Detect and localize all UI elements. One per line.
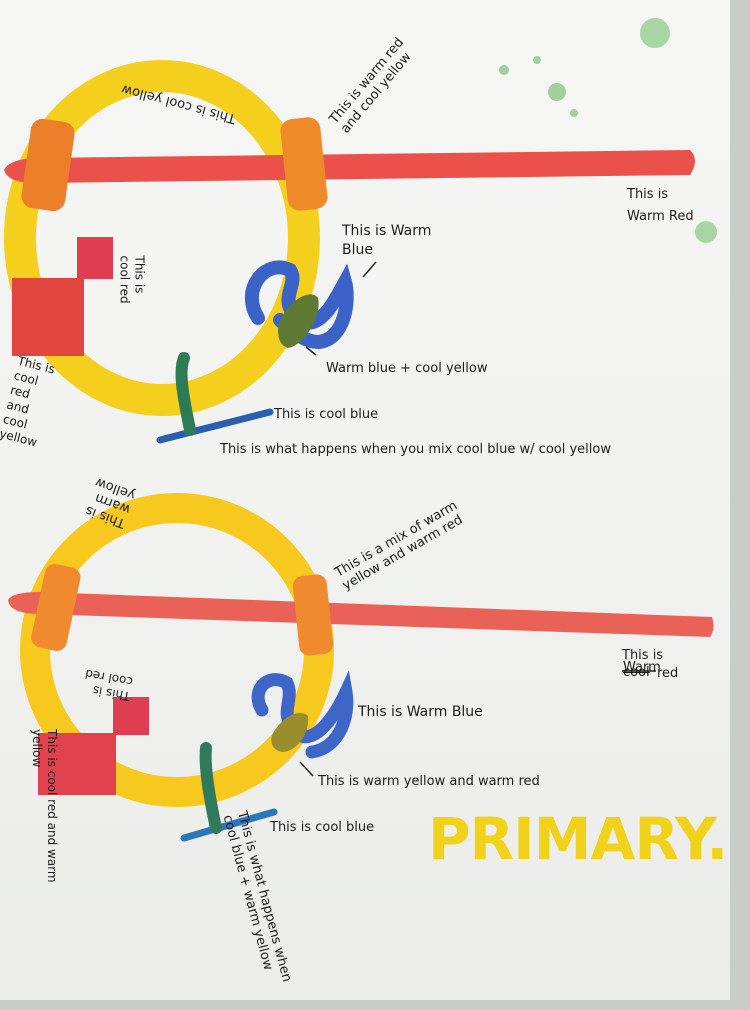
warm-red-bar [8,592,714,637]
orange-mix-right [280,117,328,211]
arrow-icon [305,346,317,356]
paint-drop [695,221,717,243]
cool-blue-stroke [156,408,274,444]
top-small-square-label: This is cool red [117,255,147,304]
bottom-big-square-label: This is cool red and warm yellow [30,729,59,883]
bottom-color-wheel [8,493,714,842]
paint-drop [570,109,578,117]
bottom-red-bar-line1: This is [622,648,664,663]
bottom-red-bar-warm: Warm [623,660,661,675]
orange-mix-right [292,574,334,656]
bottom-red-bar-end: red [657,666,679,681]
paint-drop [548,83,566,101]
warm-blue-stroke [244,260,354,350]
yellow-ring [4,60,320,416]
green-mix-blob [278,294,319,348]
green-blue-stem [199,742,222,834]
top-red-bar-label: This is Warm Red [627,187,694,224]
cool-red-big-square [38,733,116,795]
cool-blue-stroke [180,808,278,842]
top-blue-label: This is Warm Blue [342,223,432,258]
paint-drop [499,65,509,75]
primary-title: PRIMARY. [428,805,728,873]
bottom-mix-arrow-label: This is warm yellow and warm red [318,774,540,789]
top-bottom-note: This is what happens when you mix cool b… [220,442,611,457]
orange-mix-left [31,564,81,651]
arrow-icon [362,261,377,278]
paint-drop [640,18,670,48]
top-cool-blue-label: This is cool blue [274,407,379,422]
bottom-cool-blue-label: This is cool blue [270,820,375,835]
cool-red-small-square [77,237,113,279]
orange-mix-left [21,118,75,212]
green-blue-stem [175,352,196,436]
arrow-icon [299,761,314,777]
paint-drops [499,18,717,243]
top-green-mix-label: Warm blue + cool yellow [326,361,488,376]
mix-blob [271,712,309,752]
bottom-blue-label: This is Warm Blue [358,704,483,720]
paint-drop [533,56,541,64]
cool-red-small-square [113,697,149,735]
bottom-red-bar-crossed: cool [623,665,650,680]
top-color-wheel [4,60,695,444]
cool-red-big-square [12,278,84,356]
warm-red-bar [4,150,695,184]
